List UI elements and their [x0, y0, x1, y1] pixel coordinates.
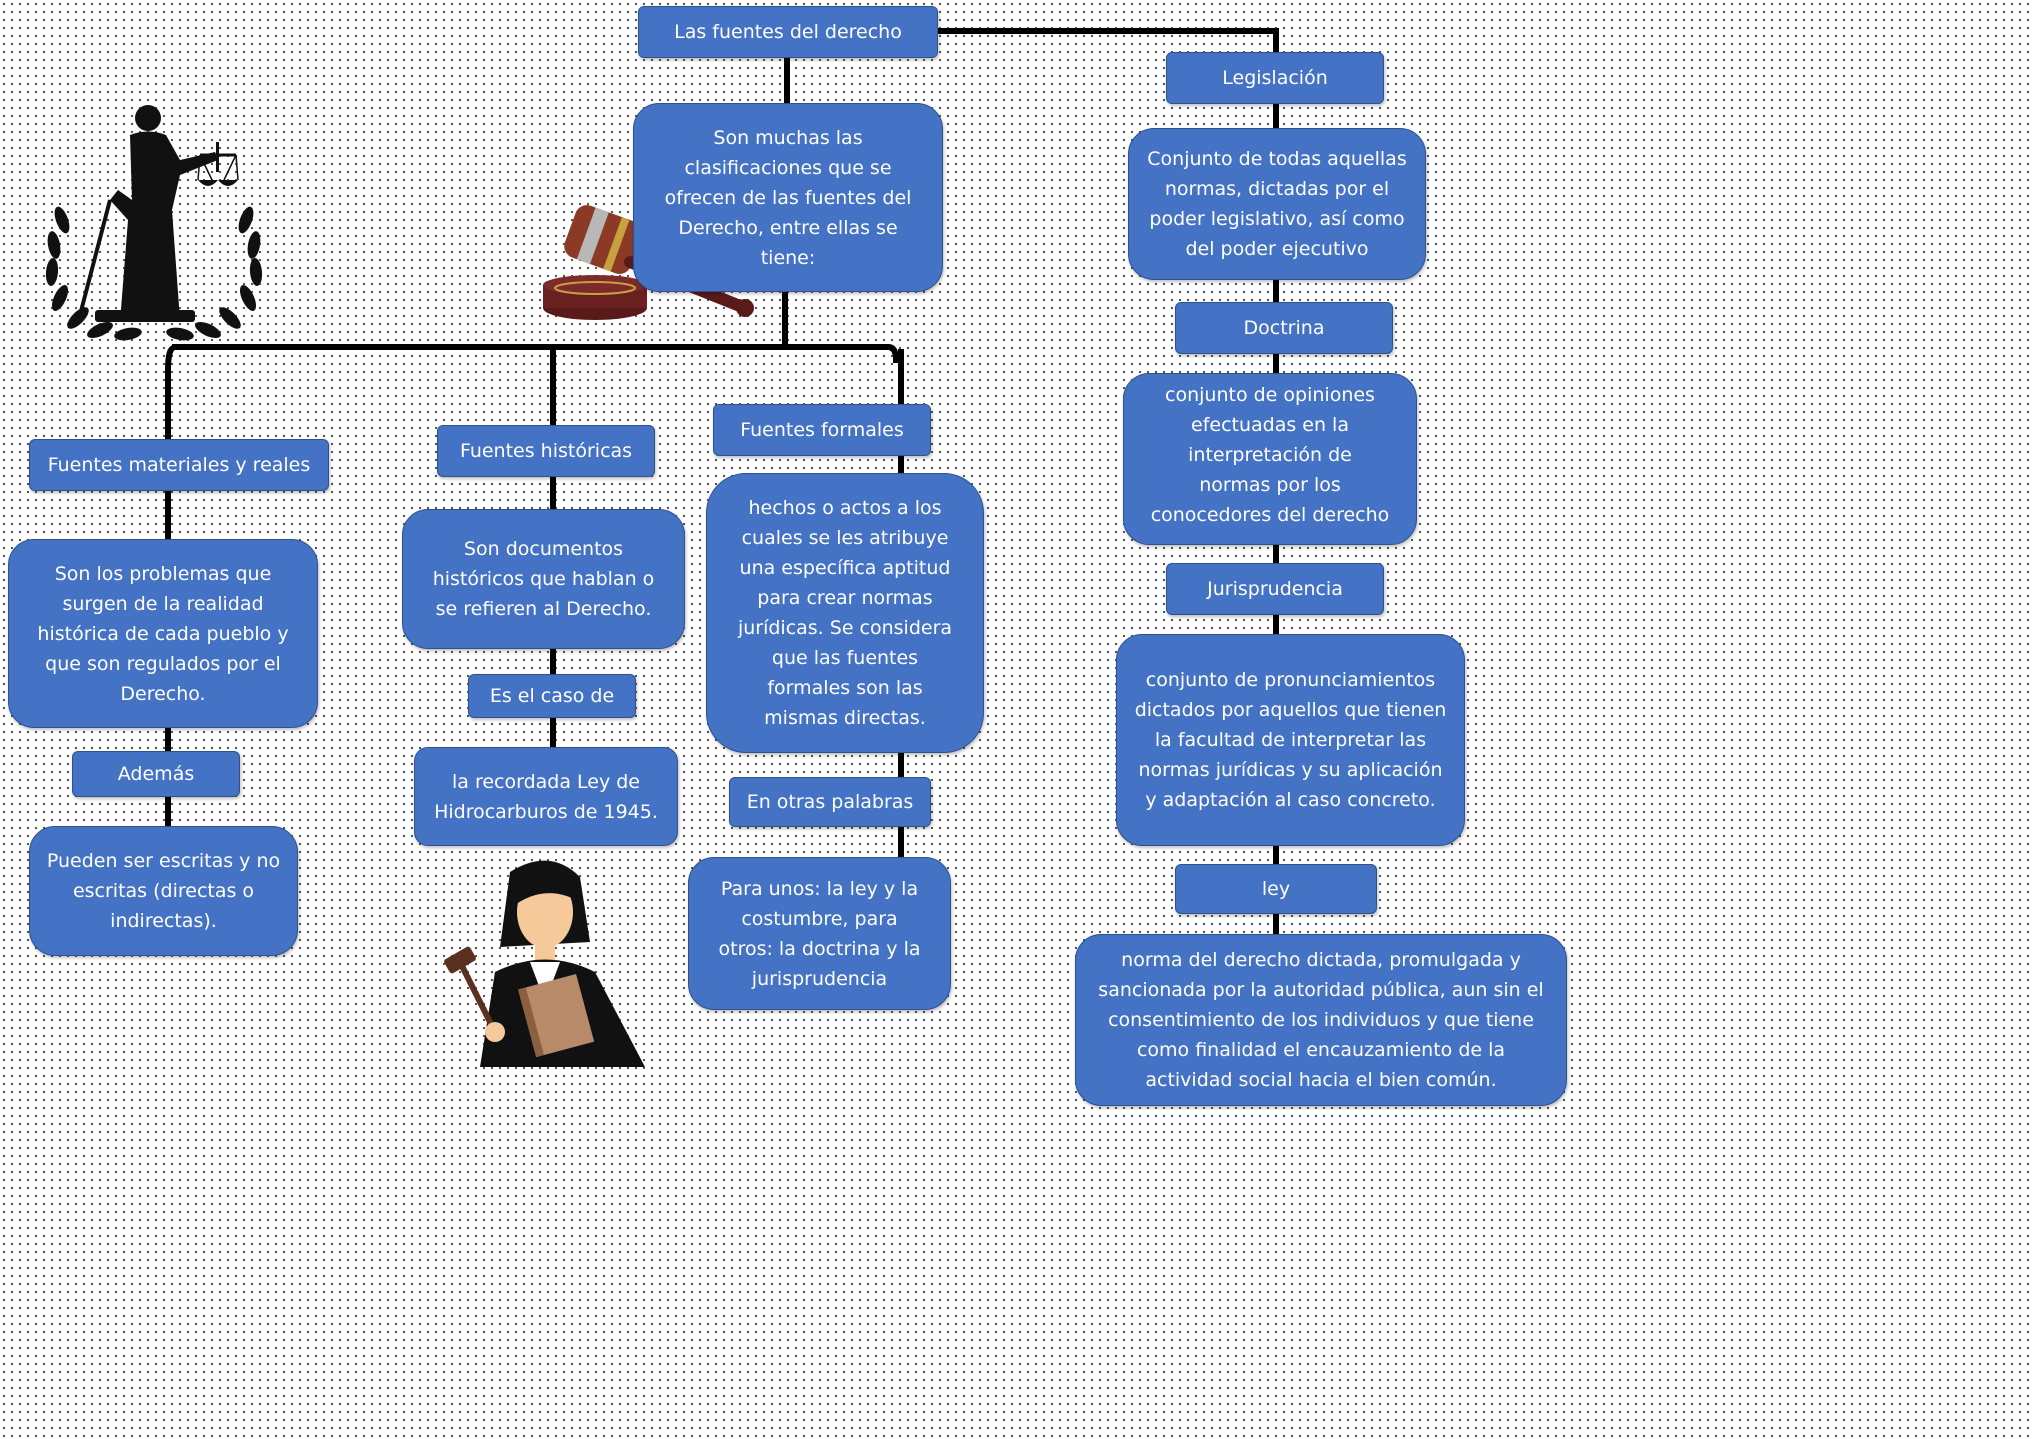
jurisprudencia-box: Jurisprudencia [1166, 563, 1384, 615]
doctrina-box: Doctrina [1175, 302, 1393, 354]
fuentes-formales-title: Fuentes formales [740, 419, 904, 441]
legislacion-desc-box: Conjunto de todas aquellas normas, dicta… [1128, 128, 1426, 280]
formales-desc-box: hechos o actos a los cuales se les atrib… [706, 473, 984, 753]
materiales-desc-box: Son los problemas que surgen de la reali… [8, 539, 318, 728]
en-otras-palabras-box: En otras palabras [729, 777, 931, 827]
materiales-detail-box: Pueden ser escritas y no escritas (direc… [29, 826, 298, 956]
en-otras-palabras-text: En otras palabras [746, 791, 914, 813]
jurisprudencia-desc-box: conjunto de pronunciamientos dictados po… [1116, 634, 1465, 846]
es-el-caso-text: Es el caso de [489, 685, 615, 707]
ley-title: ley [1261, 878, 1291, 900]
formales-detail-box: Para unos: la ley y la costumbre, para o… [688, 857, 951, 1010]
ademas-box: Además [72, 751, 240, 797]
materiales-detail-text: Pueden ser escritas y no escritas (direc… [46, 850, 281, 932]
historicas-detail-text: la recordada Ley de Hidrocarburos de 194… [434, 770, 658, 823]
ley-desc-box: norma del derecho dictada, promulgada y … [1075, 934, 1567, 1106]
legislacion-title: Legislación [1222, 67, 1328, 89]
es-el-caso-box: Es el caso de [468, 674, 636, 718]
fuentes-historicas-box: Fuentes históricas [437, 425, 655, 477]
fuentes-formales-box: Fuentes formales [713, 404, 931, 456]
legislacion-box: Legislación [1166, 52, 1384, 104]
jurisprudencia-desc-text: conjunto de pronunciamientos dictados po… [1134, 669, 1447, 811]
fuentes-historicas-title: Fuentes históricas [459, 440, 633, 462]
doctrina-desc-text: conjunto de opiniones efectuadas en la i… [1150, 384, 1390, 526]
intro-box: Son muchas las clasificaciones que se of… [633, 103, 943, 292]
doctrina-title: Doctrina [1243, 317, 1325, 339]
jurisprudencia-title: Jurisprudencia [1207, 578, 1343, 600]
formales-desc-text: hechos o actos a los cuales se les atrib… [737, 497, 953, 729]
historicas-desc-box: Son documentos históricos que hablan o s… [402, 509, 685, 649]
title-box: Las fuentes del derecho [638, 6, 938, 58]
ley-box: ley [1175, 864, 1377, 914]
historicas-desc-text: Son documentos históricos que hablan o s… [432, 538, 655, 620]
title-text: Las fuentes del derecho [674, 21, 902, 43]
formales-detail-text: Para unos: la ley y la costumbre, para o… [718, 877, 921, 990]
ademas-text: Además [117, 763, 195, 785]
lady-justice-image [45, 105, 263, 341]
materiales-desc-text: Son los problemas que surgen de la reali… [37, 562, 289, 705]
doctrina-desc-box: conjunto de opiniones efectuadas en la i… [1123, 373, 1417, 545]
judge-image [444, 860, 645, 1067]
ley-desc-text: norma del derecho dictada, promulgada y … [1098, 949, 1544, 1091]
fuentes-materiales-box: Fuentes materiales y reales [29, 439, 329, 491]
fuentes-materiales-title: Fuentes materiales y reales [47, 454, 311, 476]
intro-text: Son muchas las clasificaciones que se of… [664, 126, 912, 269]
historicas-detail-box: la recordada Ley de Hidrocarburos de 194… [414, 747, 678, 846]
legislacion-desc-text: Conjunto de todas aquellas normas, dicta… [1147, 148, 1407, 260]
